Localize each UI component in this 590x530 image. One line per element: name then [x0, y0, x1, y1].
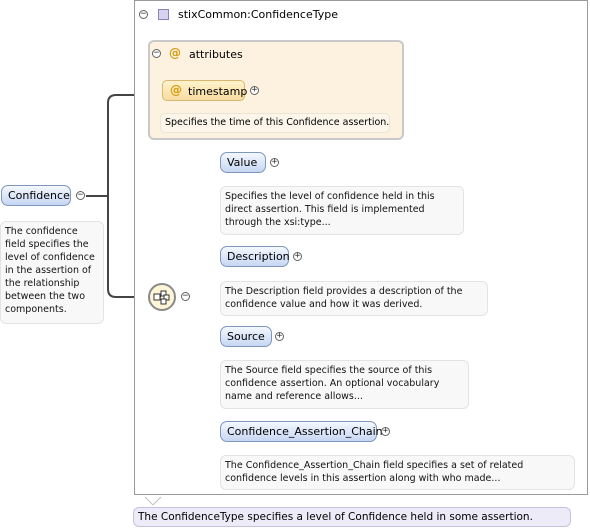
sequence-compositor-icon[interactable] [148, 283, 176, 311]
element-value-doc: Specifies the level of confidence held i… [220, 186, 464, 235]
root-element-node[interactable]: Confidence [1, 185, 71, 206]
element-source-node[interactable]: Source [220, 326, 272, 347]
expand-confidence-assertion-chain-icon[interactable]: + [381, 426, 390, 436]
type-name: stixCommon:ConfidenceType [178, 8, 338, 21]
element-confidence-assertion-chain-doc: The Confidence_Assertion_Chain field spe… [220, 455, 575, 490]
collapse-sequence-icon[interactable]: − [181, 291, 190, 301]
element-description-doc: The Description field provides a descrip… [220, 281, 488, 316]
attribute-timestamp[interactable]: @ timestamp [162, 80, 248, 101]
expand-source-icon[interactable]: + [275, 331, 284, 341]
element-source-doc: The Source field specifies the source of… [220, 360, 469, 409]
attribute-icon: @ [170, 83, 182, 97]
attribute-timestamp-doc: Specifies the time of this Confidence as… [160, 113, 390, 133]
collapse-root-icon[interactable]: − [76, 190, 85, 200]
collapse-type-icon[interactable]: − [139, 9, 148, 19]
attribute-timestamp-label: timestamp [188, 85, 248, 98]
element-confidence-assertion-chain-label: Confidence_Assertion_Chain [227, 425, 383, 438]
collapse-attributes-icon[interactable]: − [152, 48, 161, 58]
element-value-node[interactable]: Value [220, 152, 266, 173]
expand-timestamp-icon[interactable]: + [250, 85, 259, 95]
root-element-label: Confidence [8, 189, 70, 202]
root-element-doc: The confidence field specifies the level… [0, 221, 104, 324]
attribute-symbol-icon: @ [169, 46, 181, 60]
expand-description-icon[interactable]: + [293, 251, 302, 261]
attributes-label: attributes [189, 48, 243, 61]
complex-type-icon [158, 9, 169, 20]
element-description-node[interactable]: Description [220, 246, 290, 267]
element-confidence-assertion-chain-node[interactable]: Confidence_Assertion_Chain [220, 421, 383, 442]
element-description-label: Description [227, 250, 290, 263]
element-source-label: Source [227, 330, 265, 343]
element-value-label: Value [227, 156, 258, 169]
type-description: The ConfidenceType specifies a level of … [133, 507, 571, 527]
expand-value-icon[interactable]: + [270, 157, 279, 167]
